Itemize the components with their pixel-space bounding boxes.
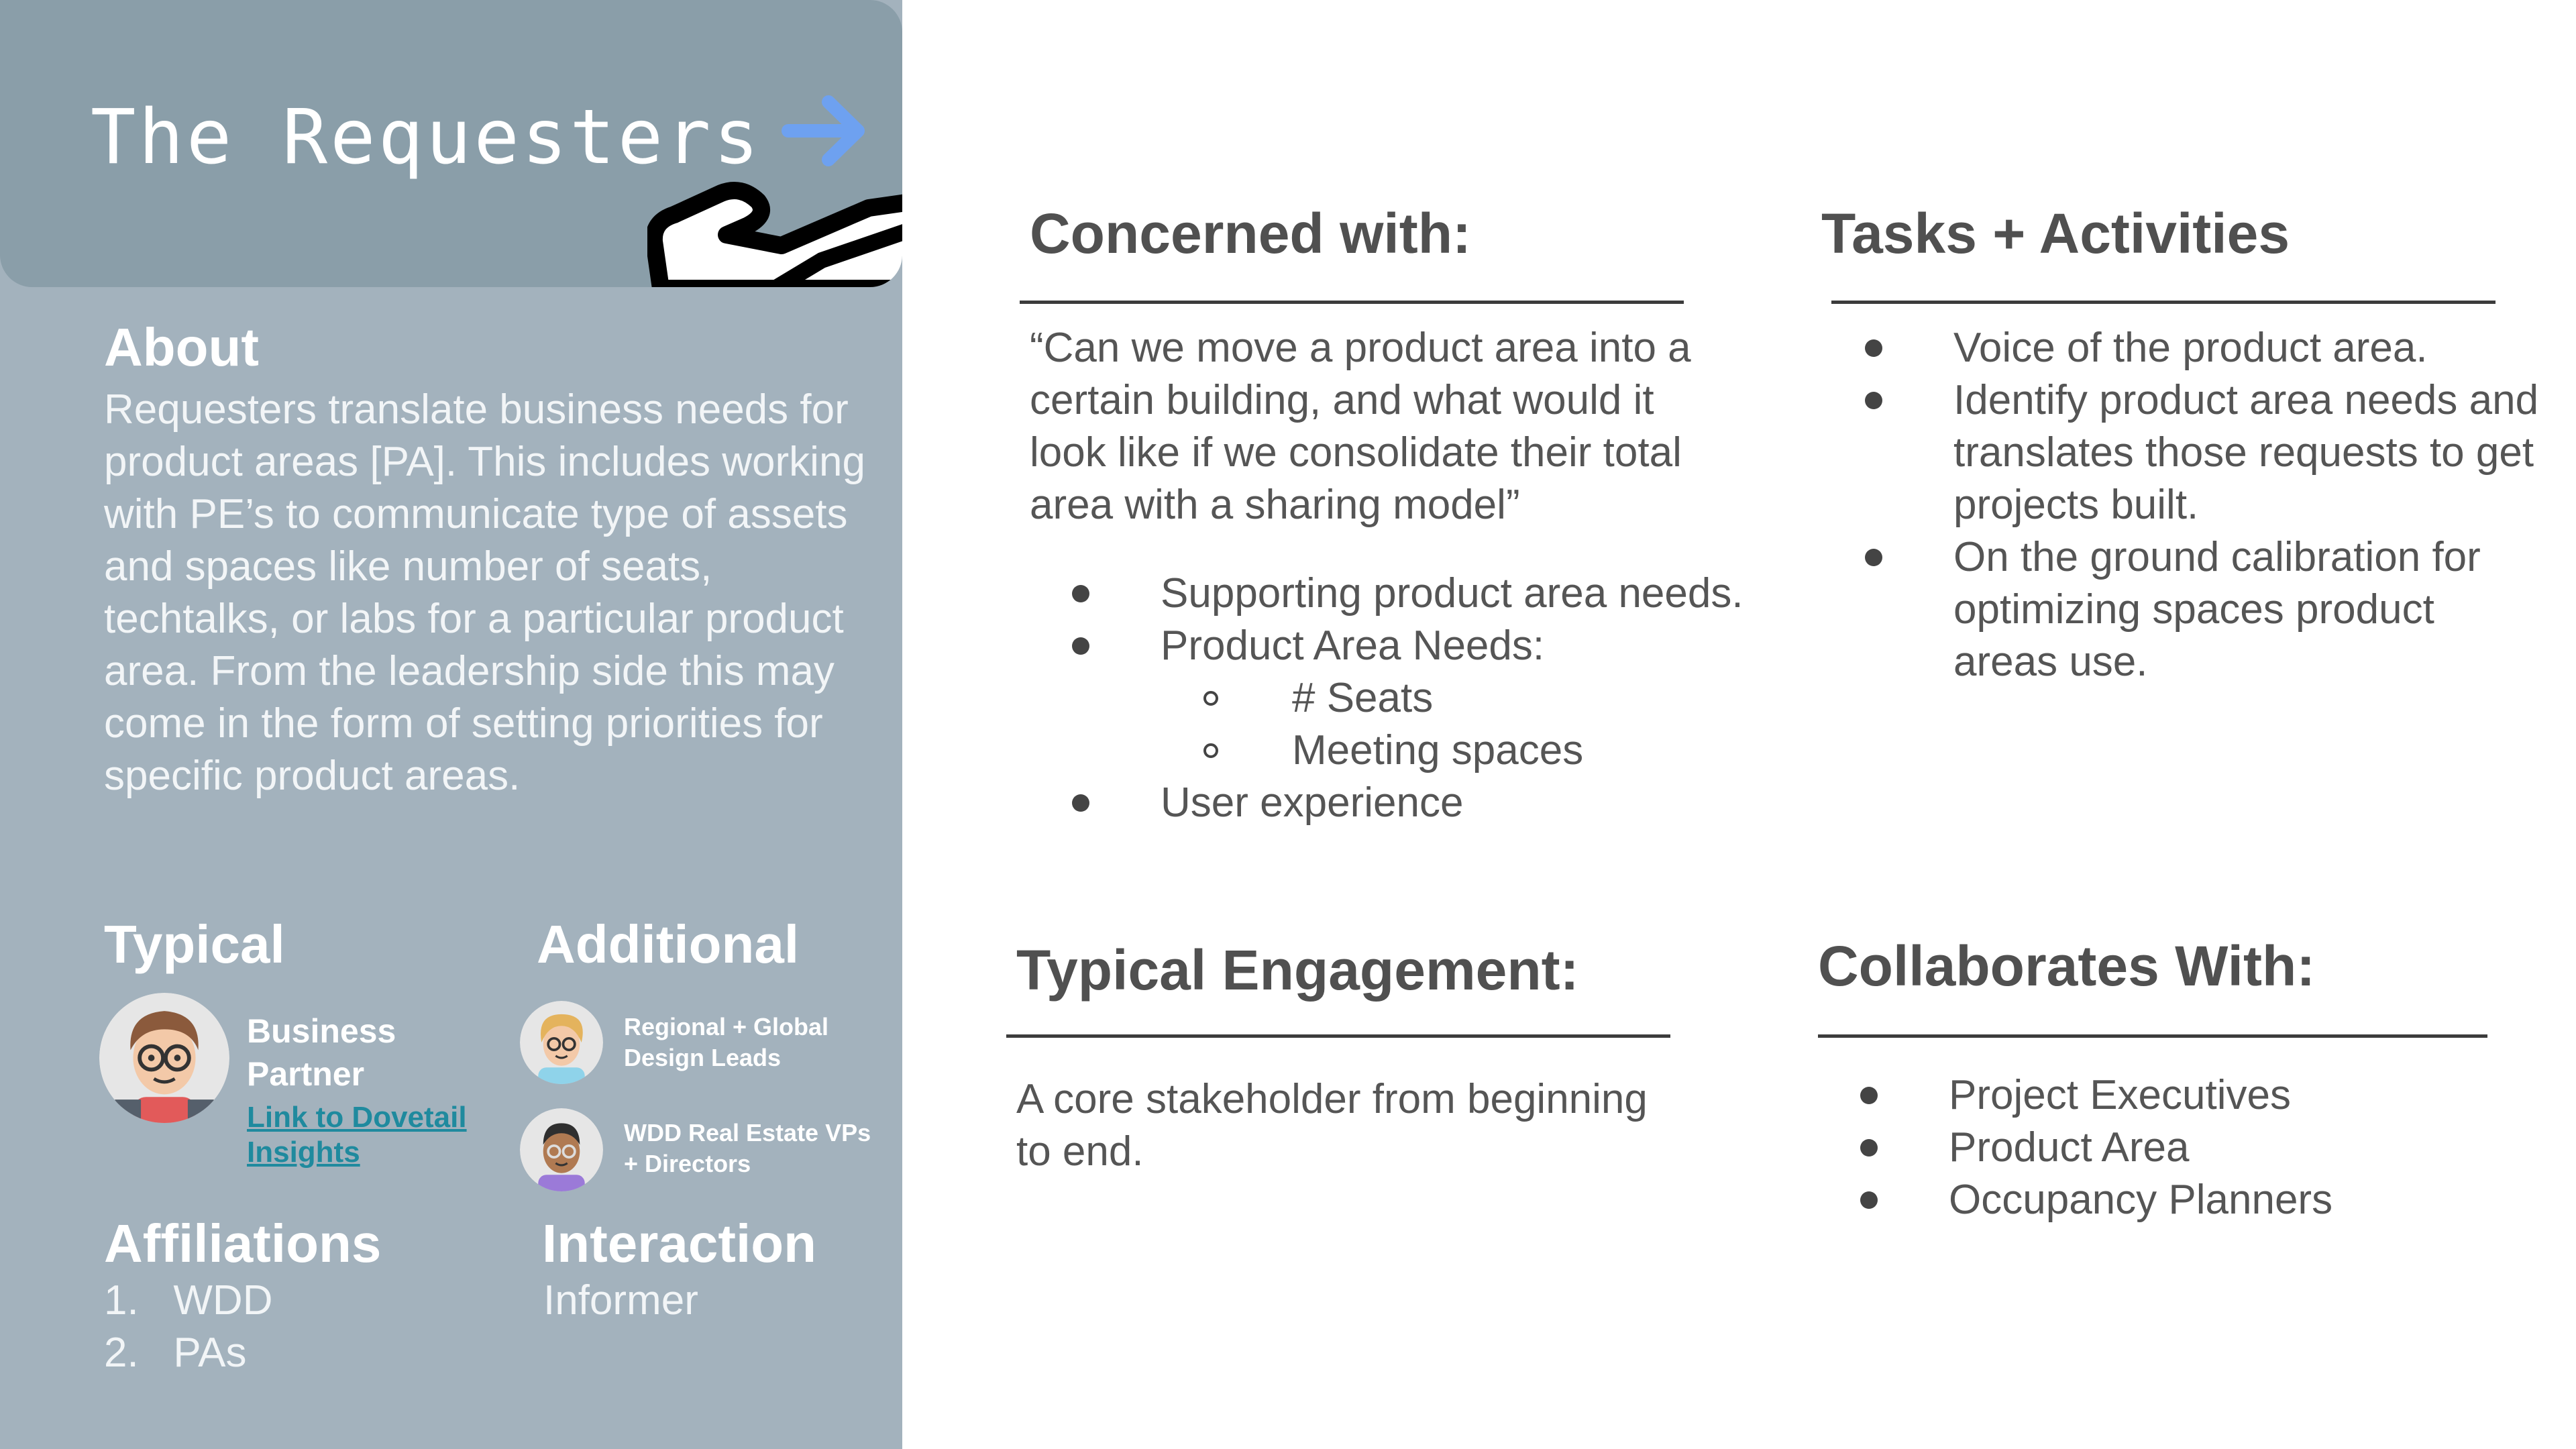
tasks-rule: [1831, 301, 2496, 304]
dovetail-link-line1[interactable]: Link to Dovetail: [247, 1101, 467, 1134]
tasks-heading: Tasks + Activities: [1821, 202, 2290, 265]
list-item: Supporting product area needs.: [1072, 568, 1764, 620]
business-partner-name: Business Partner: [247, 1010, 396, 1095]
business-partner-name-line1: Business: [247, 1012, 396, 1050]
bullet-icon: [1072, 637, 1089, 655]
list-item: Voice of the product area.: [1865, 322, 2544, 374]
list-item: Occupancy Planners: [1860, 1174, 2539, 1226]
collaborates-rule: [1818, 1034, 2487, 1038]
affiliations-list: 1. WDD 2. PAs: [104, 1275, 506, 1379]
real-estate-vps-label: WDD Real Estate VPs + Directors: [624, 1118, 871, 1179]
list-item: Product Area Needs:: [1072, 620, 1764, 672]
bullet-icon: [1860, 1139, 1878, 1157]
concerned-rule: [1020, 301, 1684, 304]
list-item: Identify product area needs and translat…: [1865, 374, 2544, 531]
real-estate-vps-avatar: [520, 1108, 603, 1191]
interaction-heading: Interaction: [542, 1214, 816, 1273]
list-item: Project Executives: [1860, 1069, 2539, 1122]
concerned-list: Supporting product area needs. Product A…: [1072, 568, 1764, 829]
about-heading: About: [104, 317, 260, 377]
bullet-icon: [1860, 1191, 1878, 1209]
real-estate-vps-line2: + Directors: [624, 1150, 751, 1177]
design-leads-label: Regional + Global Design Leads: [624, 1012, 828, 1073]
design-leads-avatar: [520, 1001, 603, 1084]
dovetail-link-line2[interactable]: Insights: [247, 1136, 360, 1169]
bullet-icon: [1865, 392, 1882, 409]
engagement-rule: [1006, 1034, 1670, 1038]
affiliation-item: 2. PAs: [104, 1330, 247, 1376]
collaborates-list: Project Executives Product Area Occupanc…: [1860, 1069, 2539, 1226]
title-card: The Requesters: [0, 0, 902, 287]
business-partner-name-line2: Partner: [247, 1055, 365, 1093]
about-text: Requesters translate business needs for …: [104, 386, 865, 799]
concerned-quote: “Can we move a product area into a certa…: [1030, 325, 1691, 528]
affiliation-item: 1. WDD: [104, 1277, 273, 1324]
list-item: User experience: [1072, 777, 1764, 829]
page-title: The Requesters: [91, 94, 762, 181]
sub-bullet-icon: [1203, 743, 1218, 758]
sub-bullet-icon: [1203, 691, 1218, 706]
arrow-right-icon: [782, 95, 865, 166]
engagement-heading: Typical Engagement:: [1016, 938, 1579, 1002]
bullet-icon: [1860, 1087, 1878, 1104]
interaction-value: Informer: [543, 1277, 698, 1324]
bullet-icon: [1865, 339, 1882, 357]
tasks-list: Voice of the product area. Identify prod…: [1865, 322, 2544, 688]
list-item: # Seats: [1161, 672, 1764, 724]
typical-heading: Typical: [104, 914, 285, 974]
bullet-icon: [1865, 549, 1882, 566]
collaborates-heading: Collaborates With:: [1818, 934, 2316, 998]
bullet-icon: [1072, 585, 1089, 602]
concerned-heading: Concerned with:: [1030, 202, 1472, 265]
dovetail-insights-link[interactable]: Link to Dovetail Insights: [247, 1100, 467, 1170]
design-leads-line2: Design Leads: [624, 1044, 782, 1071]
affiliations-heading: Affiliations: [104, 1214, 382, 1273]
business-partner-avatar: [99, 993, 229, 1123]
bullet-icon: [1072, 794, 1089, 812]
additional-heading: Additional: [537, 914, 800, 974]
real-estate-vps-line1: WDD Real Estate VPs: [624, 1119, 871, 1146]
list-item: Product Area: [1860, 1122, 2539, 1174]
design-leads-line1: Regional + Global: [624, 1013, 829, 1040]
hand-icon: [647, 182, 902, 287]
list-item: On the ground calibration for optimizing…: [1865, 531, 2544, 688]
list-item: Meeting spaces: [1161, 724, 1764, 777]
engagement-text: A core stakeholder from beginning to end…: [1016, 1076, 1648, 1175]
